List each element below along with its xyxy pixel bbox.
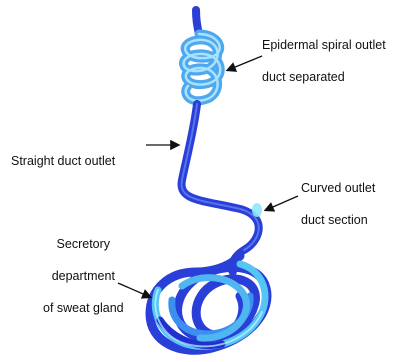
label-secretory: Secretory department of sweat gland [43,220,124,332]
label-curved-duct: Curved outlet duct section [301,164,375,244]
label-epidermal-line-2: duct separated [262,69,386,85]
arrow-epidermal [228,56,262,70]
label-secretory-line-1: Secretory [43,236,124,252]
label-straight-line-1: Straight duct outlet [11,153,115,169]
epidermal-spiral [184,34,221,101]
label-secretory-line-3: of sweat gland [43,300,124,316]
label-curved-line-2: duct section [301,212,375,228]
label-secretory-line-2: department [43,268,124,284]
secretory-coil [150,256,267,350]
arrow-curved [266,196,298,210]
label-epidermal-line-1: Epidermal spiral outlet [262,37,386,53]
label-epidermal-spiral: Epidermal spiral outlet duct separated [262,21,386,101]
label-curved-line-1: Curved outlet [301,180,375,196]
curve-highlight [252,203,262,217]
label-straight-duct: Straight duct outlet [11,137,115,185]
